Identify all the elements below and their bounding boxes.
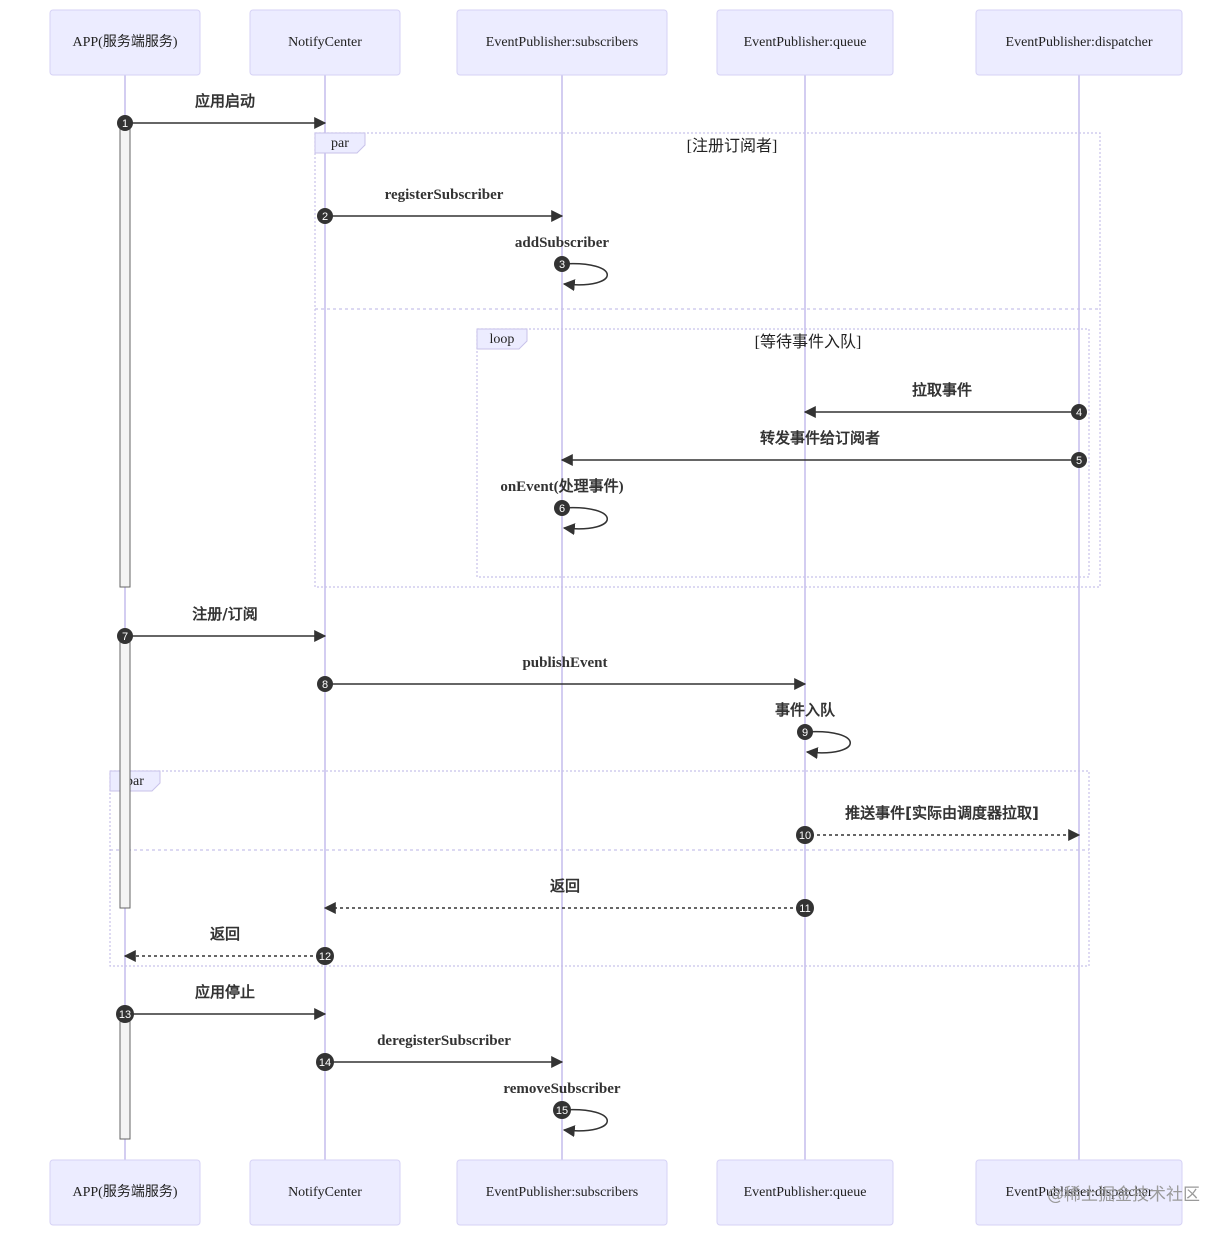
activation-bar xyxy=(119,122,131,588)
message-label-1: 应用启动 xyxy=(195,92,255,110)
actor-label-app: APP(服务端服务) xyxy=(72,34,177,50)
watermark-text: @稀土掘金技术社区 xyxy=(1047,1185,1200,1205)
message-label-4: 拉取事件 xyxy=(912,381,972,399)
actor-box-subscribers xyxy=(456,9,668,76)
actor-label-app: APP(服务端服务) xyxy=(72,1184,177,1200)
actor-box-notifycenter xyxy=(249,1159,401,1226)
sequence-number-3: 3 xyxy=(559,259,565,271)
message-label-11: 返回 xyxy=(550,877,580,895)
frame-tag-par: par xyxy=(331,136,349,151)
actor-label-notifycenter: NotifyCenter xyxy=(288,1185,362,1200)
sequence-number-8: 8 xyxy=(322,679,328,691)
sequence-marker-9 xyxy=(797,724,813,740)
sequence-marker-14 xyxy=(316,1053,334,1071)
sequence-number-4: 4 xyxy=(1076,407,1082,419)
message-arrow-3 xyxy=(561,262,608,292)
sequence-marker-10 xyxy=(796,826,814,844)
sequence-number-9: 9 xyxy=(802,727,808,739)
sequence-marker-12 xyxy=(316,947,334,965)
activation-bar xyxy=(119,635,131,909)
actor-box-queue xyxy=(716,9,894,76)
sequence-marker-4 xyxy=(1071,404,1087,420)
frame-condition: [注册订阅者] xyxy=(687,137,778,155)
sequence-marker-1 xyxy=(117,115,133,131)
actor-box-app xyxy=(49,9,201,76)
messages: 应用启动 1 registerSubscriber 2 addSubscribe… xyxy=(116,92,1087,1138)
sequence-marker-5 xyxy=(1071,452,1087,468)
frame-tag-par: par xyxy=(126,774,144,789)
sequence-number-15: 15 xyxy=(556,1105,568,1117)
actor-box-dispatcher xyxy=(975,1159,1183,1226)
actor-box-app xyxy=(49,1159,201,1226)
sequence-number-14: 14 xyxy=(319,1057,331,1069)
sequence-number-7: 7 xyxy=(122,631,128,643)
sequence-marker-15 xyxy=(553,1101,571,1119)
actor-label-dispatcher: EventPublisher:dispatcher xyxy=(1006,35,1153,50)
actor-box-queue xyxy=(716,1159,894,1226)
sequence-marker-11 xyxy=(796,899,814,917)
sequence-number-1: 1 xyxy=(122,118,128,130)
message-label-8: publishEvent xyxy=(522,655,607,671)
lifelines xyxy=(124,75,1080,1160)
sequence-number-11: 11 xyxy=(799,903,810,915)
activation-bar xyxy=(119,1013,131,1140)
message-label-10: 推送事件[实际由调度器拉取] xyxy=(845,804,1039,822)
sequence-number-6: 6 xyxy=(559,503,565,515)
sequence-number-5: 5 xyxy=(1076,455,1082,467)
message-label-6: onEvent(处理事件) xyxy=(500,477,623,495)
actor-label-queue: EventPublisher:queue xyxy=(744,35,867,50)
message-arrow-6 xyxy=(561,506,608,536)
message-label-12: 返回 xyxy=(210,925,240,943)
sequence-number-13: 13 xyxy=(119,1009,131,1021)
actors-bottom: APP(服务端服务) NotifyCenter EventPublisher:s… xyxy=(49,1159,1183,1226)
actor-label-queue: EventPublisher:queue xyxy=(744,1185,867,1200)
message-label-7: 注册/订阅 xyxy=(192,605,257,623)
message-label-3: addSubscriber xyxy=(515,235,610,251)
actor-label-notifycenter: NotifyCenter xyxy=(288,35,362,50)
actor-box-notifycenter xyxy=(249,9,401,76)
frame-par-register: par [注册订阅者] xyxy=(314,132,1101,588)
message-label-13: 应用停止 xyxy=(195,983,255,1001)
sequence-marker-2 xyxy=(317,208,333,224)
message-label-2: registerSubscriber xyxy=(385,187,504,203)
sequence-number-10: 10 xyxy=(799,830,811,842)
actor-label-dispatcher: EventPublisher:dispatcher xyxy=(1006,1185,1153,1200)
actors-top: APP(服务端服务) NotifyCenter EventPublisher:s… xyxy=(49,9,1183,76)
actor-box-subscribers xyxy=(456,1159,668,1226)
sequence-number-2: 2 xyxy=(322,211,328,223)
actor-box-dispatcher xyxy=(975,9,1183,76)
message-label-14: deregisterSubscriber xyxy=(377,1033,511,1049)
frame-loop: loop [等待事件入队] xyxy=(476,328,1090,578)
sequence-marker-7 xyxy=(117,628,133,644)
actor-label-subscribers: EventPublisher:subscribers xyxy=(486,35,638,50)
message-label-9: 事件入队 xyxy=(775,701,836,719)
message-label-15: removeSubscriber xyxy=(503,1081,621,1097)
message-arrow-15 xyxy=(561,1108,608,1138)
sequence-marker-13 xyxy=(116,1005,134,1023)
sequence-marker-6 xyxy=(554,500,570,516)
frame-condition: [等待事件入队] xyxy=(755,333,862,351)
frame-par-push: par xyxy=(109,770,1090,967)
sequence-marker-8 xyxy=(317,676,333,692)
sequence-number-12: 12 xyxy=(319,951,331,963)
message-arrow-9 xyxy=(804,730,851,760)
message-label-5: 转发事件给订阅者 xyxy=(760,429,880,447)
sequence-marker-3 xyxy=(554,256,570,272)
frame-tag-loop: loop xyxy=(490,332,515,347)
actor-label-subscribers: EventPublisher:subscribers xyxy=(486,1185,638,1200)
